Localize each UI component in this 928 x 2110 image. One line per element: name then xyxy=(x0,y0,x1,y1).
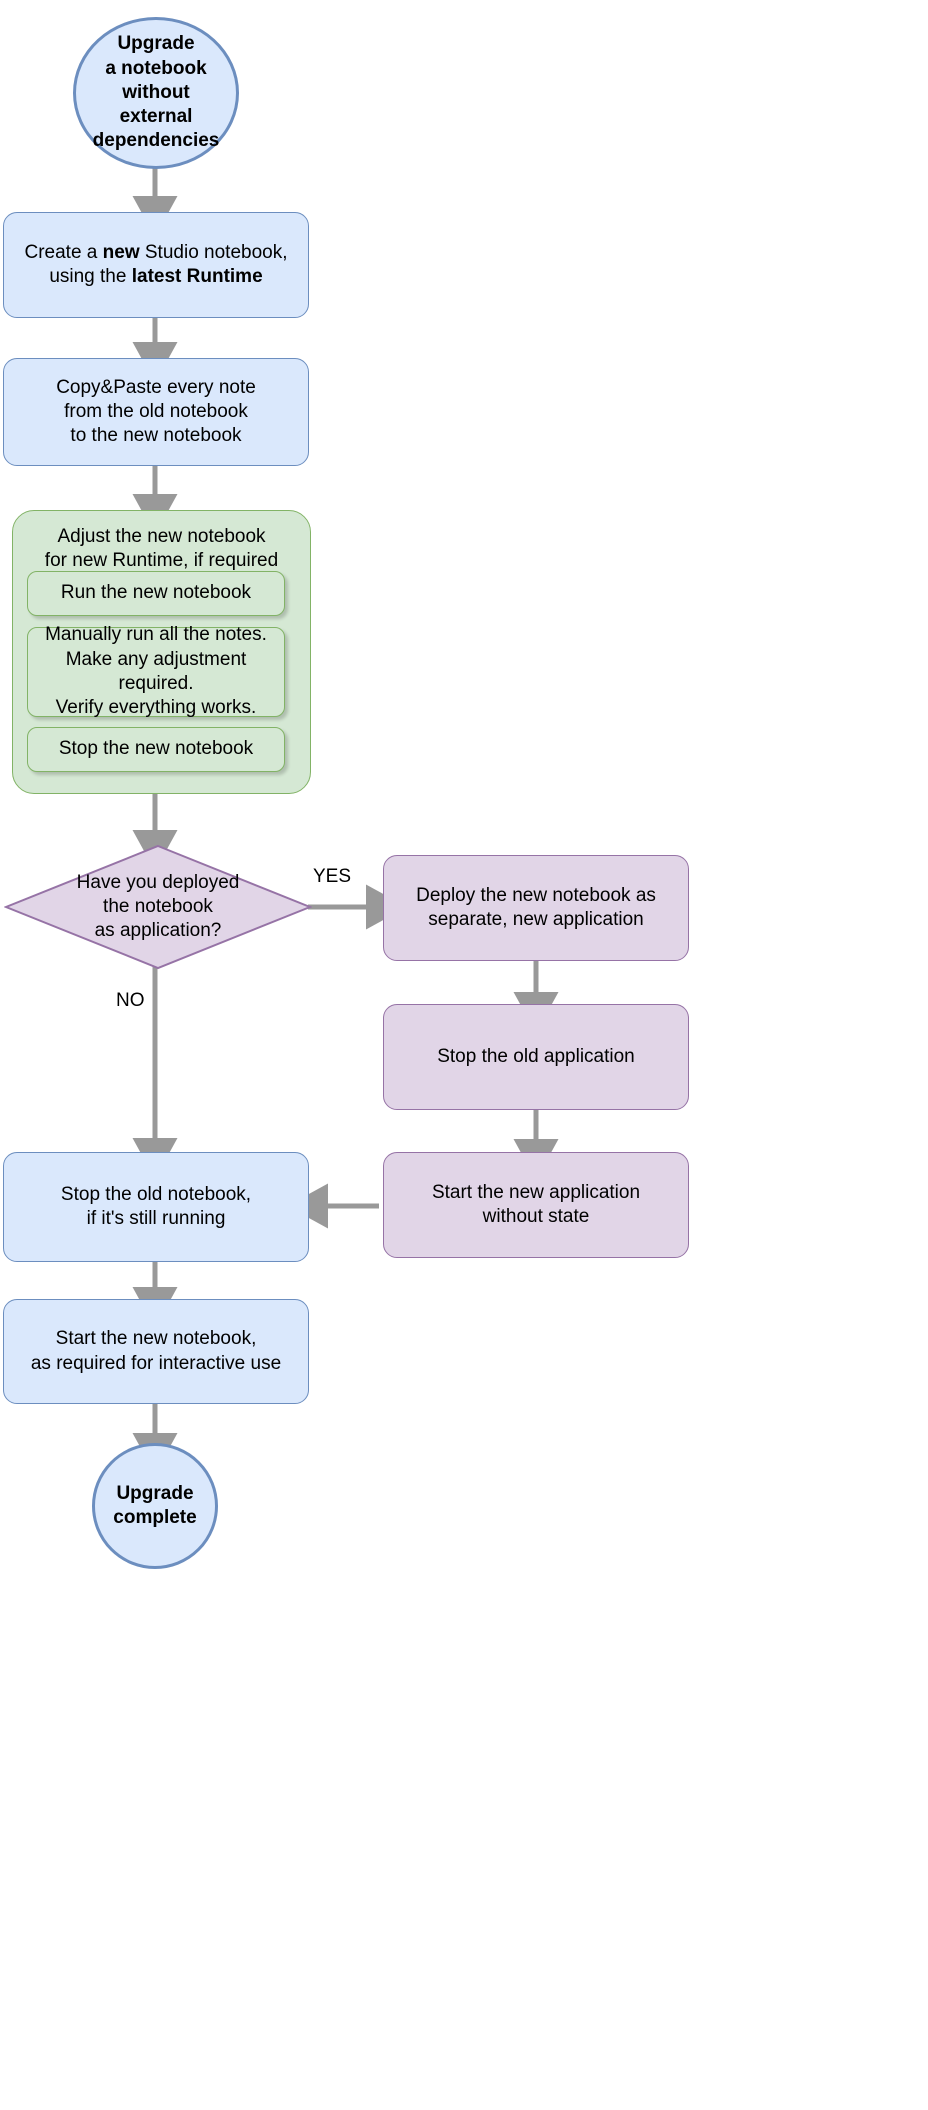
node-stop-new-notebook[interactable]: Stop the new notebook xyxy=(27,727,285,772)
decision-line-1: Have you deployed xyxy=(76,871,240,893)
node-manual-run-notes[interactable]: Manually run all the notes. Make any adj… xyxy=(27,624,285,718)
deploy-line-2: separate, new application xyxy=(428,909,644,930)
start-new-app-line-1: Start the new application xyxy=(431,1181,641,1203)
decision-line-3: as application? xyxy=(94,920,222,942)
node-copy-paste[interactable]: Copy&Paste every note from the old noteb… xyxy=(3,358,309,466)
edge-label-no: NO xyxy=(116,990,145,1011)
stop-new-line-1: Stop the new notebook xyxy=(58,738,254,760)
decision-line-2: the notebook xyxy=(103,895,213,917)
create-line-1: Create a new Studio notebook, xyxy=(12,241,300,265)
decision-diamond-shape xyxy=(4,844,312,970)
node-deploy-new-notebook-text: Deploy the new notebook as separate, new… xyxy=(384,884,688,933)
node-stop-old-application-text: Stop the old application xyxy=(384,1045,688,1069)
end-line-1: Upgrade xyxy=(116,1482,194,1504)
start-line-2: a notebook xyxy=(105,57,207,79)
group-adjust-label: Adjust the new notebook for new Runtime,… xyxy=(13,525,310,574)
start-line-4: dependencies xyxy=(92,130,220,152)
node-stop-old-notebook[interactable]: Stop the old notebook, if it's still run… xyxy=(3,1152,309,1262)
node-create-new-notebook-text: Create a new Studio notebook, using the … xyxy=(4,241,308,290)
node-copy-paste-text: Copy&Paste every note from the old noteb… xyxy=(4,376,308,449)
edge-label-yes: YES xyxy=(313,866,352,887)
group-adjust-new-notebook[interactable]: Adjust the new notebook for new Runtime,… xyxy=(12,510,311,794)
start-new-app-line-2: without state xyxy=(482,1206,590,1227)
create-line-1a: Create a xyxy=(24,241,103,263)
node-decision-deployed-as-application[interactable]: Have you deployed the notebook as applic… xyxy=(4,844,312,970)
stop-old-nb-line-2: if it's still running xyxy=(86,1208,226,1229)
node-create-new-notebook[interactable]: Create a new Studio notebook, using the … xyxy=(3,212,309,318)
node-start[interactable]: Upgrade a notebook without external depe… xyxy=(73,17,239,169)
create-line-1c: Studio notebook, xyxy=(139,241,288,263)
node-start-new-notebook[interactable]: Start the new notebook, as required for … xyxy=(3,1299,309,1404)
start-line-1: Upgrade xyxy=(117,33,195,55)
stop-old-nb-line-1: Stop the old notebook, xyxy=(60,1183,252,1205)
node-stop-old-application[interactable]: Stop the old application xyxy=(383,1004,689,1110)
create-line-2b: latest Runtime xyxy=(131,266,263,287)
node-run-new-notebook[interactable]: Run the new notebook xyxy=(27,571,285,616)
node-start-new-notebook-text: Start the new notebook, as required for … xyxy=(4,1327,308,1376)
create-line-1b: new xyxy=(102,241,140,263)
manual-line-1: Manually run all the notes. xyxy=(45,624,267,646)
copy-line-3: to the new notebook xyxy=(70,425,242,447)
node-deploy-new-notebook[interactable]: Deploy the new notebook as separate, new… xyxy=(383,855,689,961)
node-stop-new-notebook-text: Stop the new notebook xyxy=(28,737,284,761)
end-line-2: complete xyxy=(113,1507,197,1528)
node-end-text: Upgrade complete xyxy=(95,1482,215,1531)
manual-line-2: Make any adjustment required. xyxy=(65,648,247,694)
create-line-2a: using the xyxy=(49,266,132,287)
run-line-1: Run the new notebook xyxy=(60,582,252,604)
start-new-nb-line-2: as required for interactive use xyxy=(30,1352,282,1374)
node-start-new-application-text: Start the new application without state xyxy=(384,1181,688,1230)
node-stop-old-notebook-text: Stop the old notebook, if it's still run… xyxy=(4,1183,308,1232)
start-new-nb-line-1: Start the new notebook, xyxy=(55,1328,257,1350)
node-start-text: Upgrade a notebook without external depe… xyxy=(76,32,236,154)
node-decision-text: Have you deployed the notebook as applic… xyxy=(4,844,312,970)
node-start-new-application[interactable]: Start the new application without state xyxy=(383,1152,689,1258)
start-line-3: without external xyxy=(119,81,193,128)
deploy-line-1: Deploy the new notebook as xyxy=(416,884,656,906)
node-end-upgrade-complete[interactable]: Upgrade complete xyxy=(92,1443,218,1569)
node-run-new-notebook-text: Run the new notebook xyxy=(28,581,284,605)
create-line-2: using the latest Runtime xyxy=(12,265,300,289)
manual-line-3: Verify everything works. xyxy=(55,697,257,719)
group-label-line-1: Adjust the new notebook xyxy=(57,526,266,547)
stop-old-app-line-1: Stop the old application xyxy=(437,1045,635,1067)
node-manual-run-notes-text: Manually run all the notes. Make any adj… xyxy=(28,623,284,720)
group-label-line-2: for new Runtime, if required xyxy=(44,550,279,572)
copy-line-1: Copy&Paste every note xyxy=(56,376,256,398)
copy-line-2: from the old notebook xyxy=(64,400,248,422)
